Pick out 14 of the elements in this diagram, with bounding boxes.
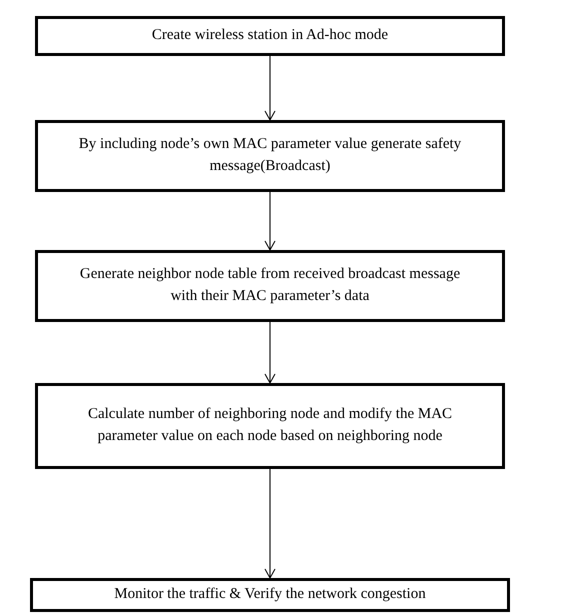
step-text: Calculate number of neighboring node and modify the MAC parameter value on each node based on neighboring node	[86, 405, 454, 446]
process-box	[30, 578, 510, 612]
step-text: By including node’s own MAC parameter value generate safety message(Broadcast)	[78, 135, 462, 176]
arrow	[264, 192, 276, 250]
process-box	[35, 250, 505, 322]
arrow	[264, 468, 276, 578]
arrow	[264, 56, 276, 120]
arrow	[264, 322, 276, 384]
step-text: Create wireless station in Ad-hoc mode	[152, 26, 388, 46]
step-text: Monitor the traffic & Verify the network congestion	[114, 585, 426, 604]
step-text: Generate neighbor node table from received broadcast message with their MAC parameter’s data	[78, 265, 462, 306]
process-box	[35, 16, 505, 56]
process-box	[35, 120, 505, 192]
process-box	[35, 383, 505, 469]
